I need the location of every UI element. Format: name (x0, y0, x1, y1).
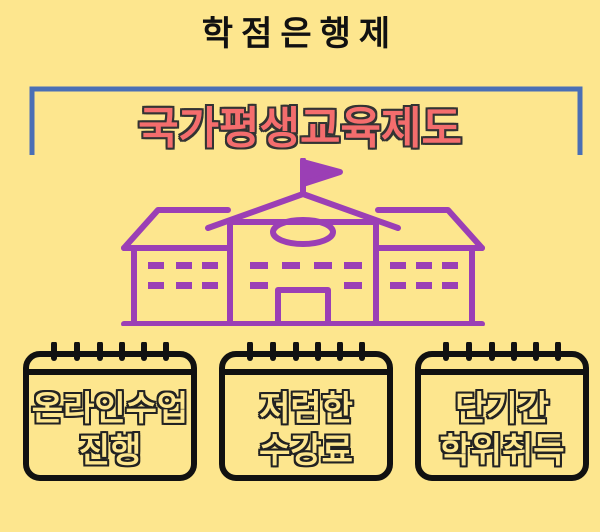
card-online-class: 온라인수업 진행 (22, 342, 198, 482)
card-short-degree: 단기간 학위취득 (414, 342, 590, 482)
card-line-1: 단기간 (455, 389, 549, 429)
calendar-icon (23, 342, 197, 481)
calendar-icon (219, 342, 393, 481)
card-line-2: 진행 (78, 431, 142, 471)
page-title: 학점은행제 (201, 14, 399, 54)
banner-heading: 국가평생교육제도 (138, 103, 462, 154)
card-line-2: 수강료 (259, 431, 353, 471)
calendar-icon (415, 342, 589, 481)
card-low-tuition: 저렴한 수강료 (218, 342, 394, 482)
school-building-icon (121, 158, 485, 326)
banner-bracket (29, 86, 583, 155)
card-line-1: 온라인수업 (31, 389, 189, 429)
card-line-2: 학위취득 (439, 431, 565, 471)
card-line-1: 저렴한 (259, 389, 353, 429)
